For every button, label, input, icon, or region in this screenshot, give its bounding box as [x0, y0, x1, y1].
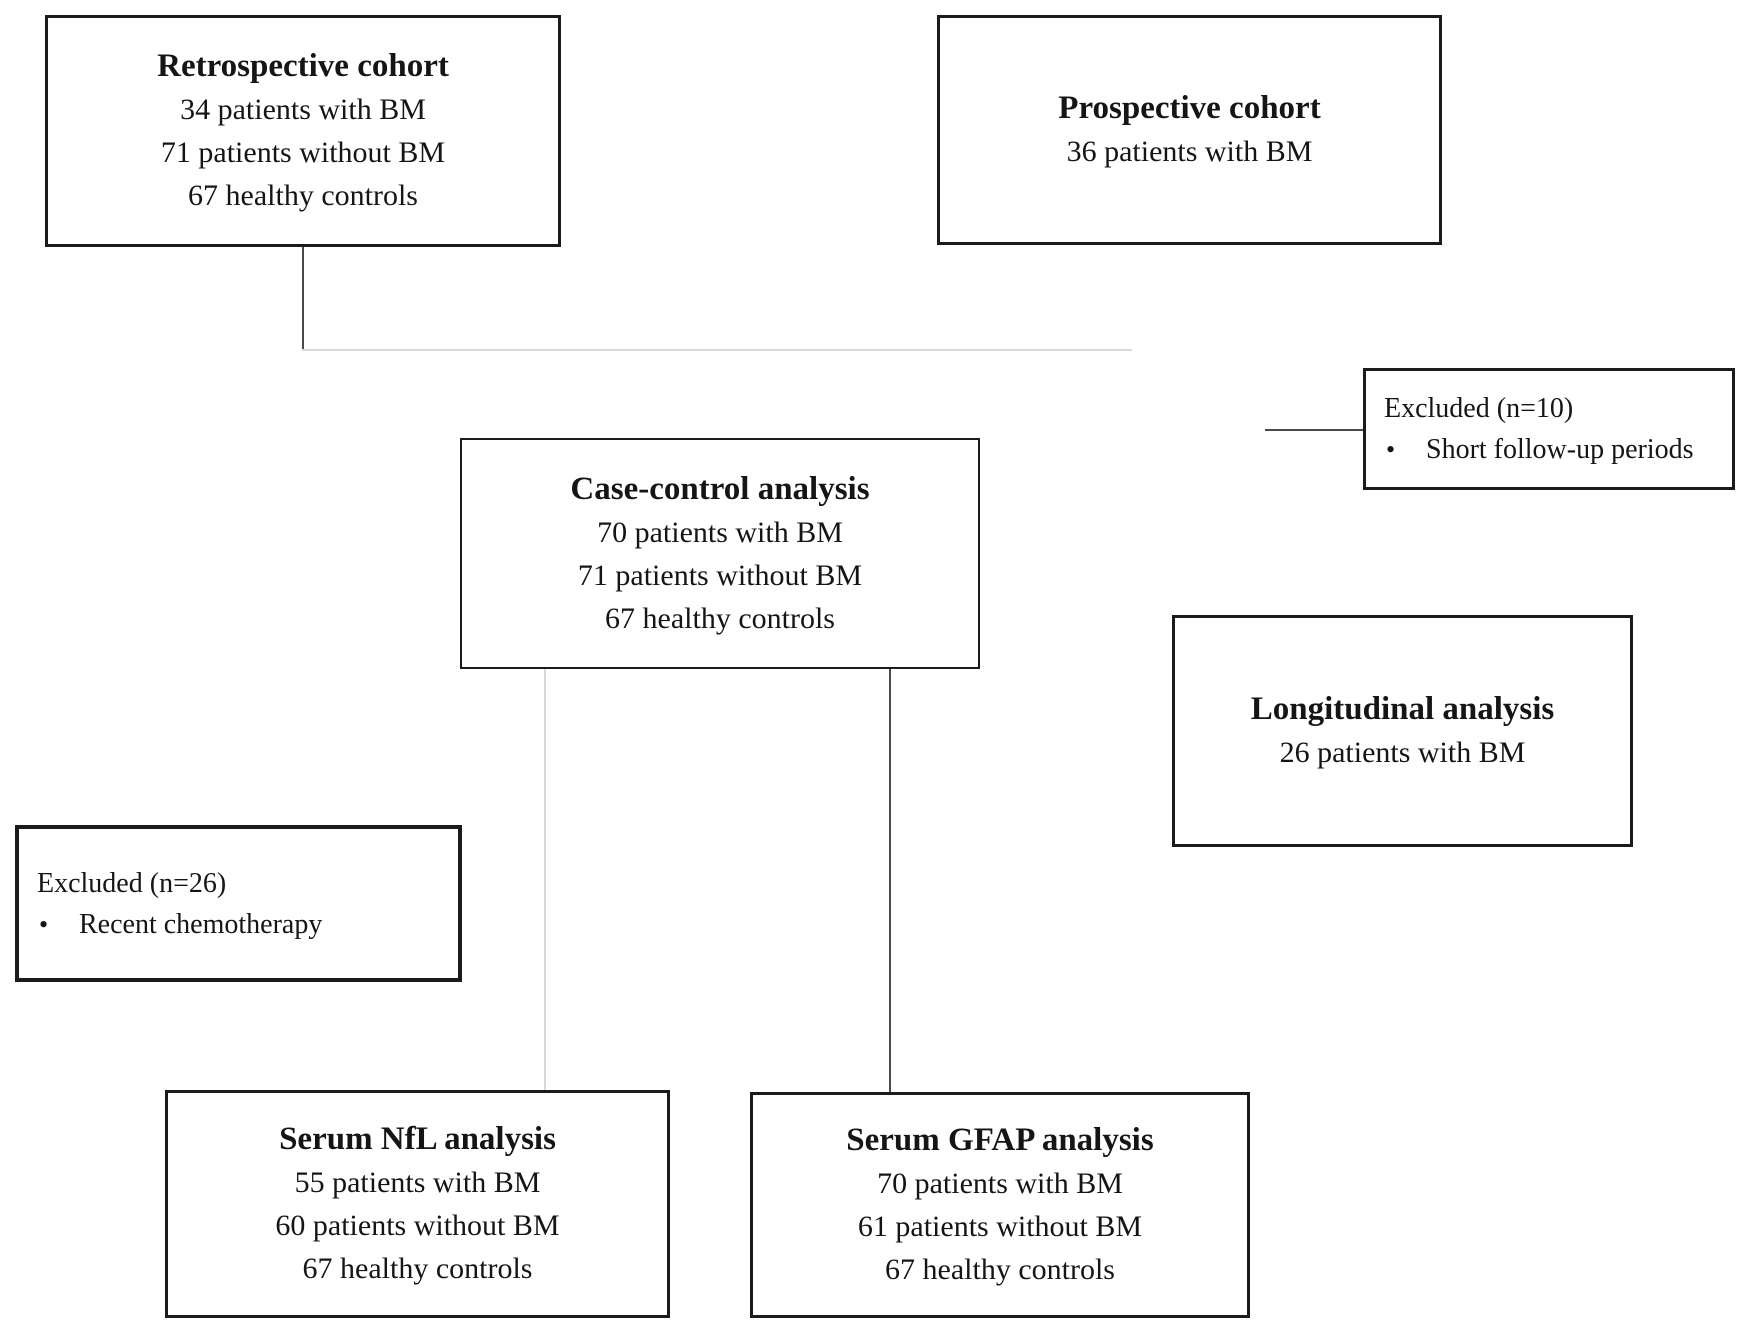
box-line: 34 patients with BM [180, 93, 426, 126]
prospective-cohort-box: Prospective cohort 36 patients with BM [937, 15, 1442, 245]
connector-cohorts-horizontal [302, 349, 1132, 351]
box-line: 71 patients without BM [160, 136, 446, 169]
case-control-analysis-box: Case-control analysis 70 patients with B… [460, 438, 980, 669]
box-line: 60 patients without BM [275, 1209, 560, 1242]
box-line: 61 patients without BM [857, 1210, 1143, 1243]
box-line: 67 healthy controls [188, 179, 418, 212]
excluded-label: Excluded (n=26) [37, 867, 227, 899]
box-title: Serum NfL analysis [279, 1121, 556, 1157]
box-title: Prospective cohort [1058, 90, 1321, 126]
serum-gfap-analysis-box: Serum GFAP analysis 70 patients with BM … [750, 1092, 1250, 1318]
excluded-reason: Recent chemotherapy [79, 908, 323, 940]
box-title: Retrospective cohort [157, 48, 449, 84]
excluded-reason: Short follow-up periods [1426, 434, 1694, 465]
excluded-label: Excluded (n=10) [1384, 393, 1574, 424]
box-line: 70 patients with BM [597, 515, 843, 549]
box-line: 70 patients with BM [877, 1167, 1123, 1200]
bullet-icon: • [39, 909, 49, 939]
excluded-chemotherapy-box: Excluded (n=26) • Recent chemotherapy [15, 825, 462, 982]
box-line: 36 patients with BM [1066, 135, 1313, 168]
box-line: 26 patients with BM [1279, 736, 1526, 769]
connector-casecontrol-to-gfap [889, 669, 891, 1092]
longitudinal-analysis-box: Longitudinal analysis 26 patients with B… [1172, 615, 1633, 847]
box-line: 55 patients with BM [294, 1166, 541, 1199]
connector-retrospective-down [302, 247, 304, 350]
bullet-icon: • [1386, 435, 1396, 464]
box-title: Longitudinal analysis [1250, 691, 1555, 727]
serum-nfl-analysis-box: Serum NfL analysis 55 patients with BM 6… [165, 1090, 670, 1318]
box-line: 67 healthy controls [302, 1252, 533, 1285]
excluded-reason-row: • Short follow-up periods [1366, 429, 1694, 470]
connector-excluded-followup [1265, 429, 1363, 431]
box-title: Case-control analysis [570, 470, 870, 507]
box-line: 67 healthy controls [885, 1253, 1115, 1286]
connector-casecontrol-to-nfl [544, 669, 546, 1090]
retrospective-cohort-box: Retrospective cohort 34 patients with BM… [45, 15, 561, 247]
box-title: Serum GFAP analysis [846, 1122, 1154, 1158]
box-line: 71 patients without BM [577, 558, 863, 592]
box-line: 67 healthy controls [605, 601, 835, 635]
excluded-followup-box: Excluded (n=10) • Short follow-up period… [1363, 368, 1735, 490]
excluded-reason-row: • Recent chemotherapy [19, 904, 322, 945]
